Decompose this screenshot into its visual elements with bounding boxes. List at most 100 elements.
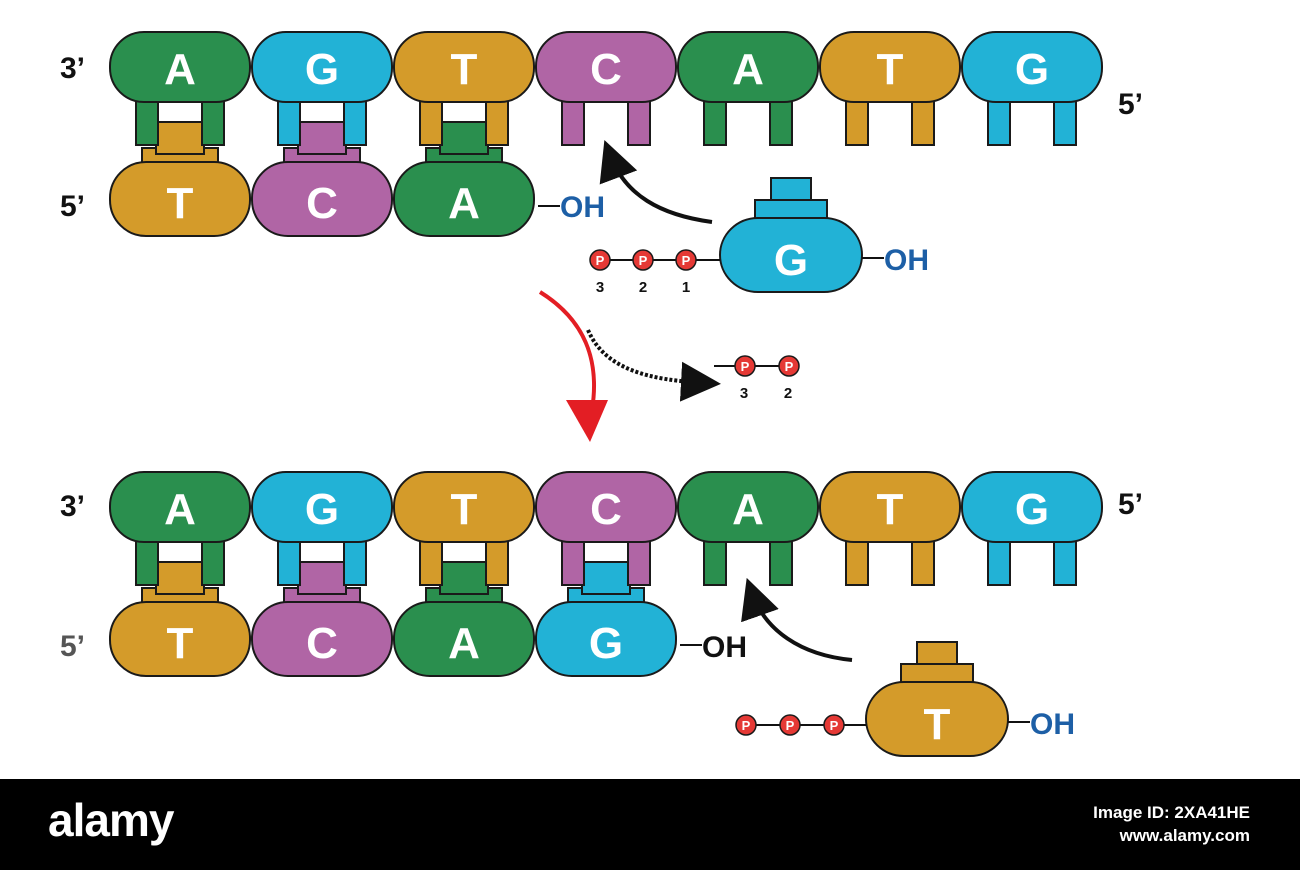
step2-template-nucleotide-4-letter: C: [590, 485, 622, 534]
pyrophosphate-release-arrow: [586, 329, 721, 402]
step1-template-5prime-label: 5’: [1118, 88, 1143, 121]
step2-new-nucleotide-1: T: [109, 561, 251, 677]
step2-new-nucleotide-2-knob-top: [297, 561, 347, 595]
step1-template-nucleotide-7-letter: G: [1015, 45, 1049, 94]
step2-template-nucleotide-4-body: [535, 471, 677, 543]
released-phosphate-2: P: [778, 355, 800, 377]
step1-phosphate-1: P: [589, 249, 611, 271]
step2-phosphate-3: P: [823, 714, 845, 736]
step2-template-nucleotide-6-letter: T: [877, 485, 904, 534]
step2-new-nucleotide-3-letter: A: [448, 619, 480, 668]
step2-new-nucleotide-4-body: [535, 601, 677, 677]
released-phosphate-2-circle: [778, 355, 800, 377]
step2-template-nucleotide-5-body: [677, 471, 819, 543]
step2-new-nucleotide-3-knob-top: [439, 561, 489, 595]
stock-footer-bar: alamy Image ID: 2XA41HE www.alamy.com: [0, 779, 1300, 870]
step1-template-nucleotide-6-letter: T: [877, 45, 904, 94]
step2-new-nucleotide-4-knob-top: [581, 561, 631, 595]
step1-incoming-nucleotide-letter: G: [774, 236, 808, 285]
released-phosphate-1: P: [734, 355, 756, 377]
step2-phosphate-1: P: [735, 714, 757, 736]
step2-new-strand-5prime-label: 5’: [60, 630, 85, 663]
step2-phosphate-2-symbol: P: [786, 718, 795, 733]
footer-meta: Image ID: 2XA41HE www.alamy.com: [1093, 801, 1250, 847]
step1-new-nucleotide-1-body: [109, 161, 251, 237]
step2-template-nucleotide-6-body: [819, 471, 961, 543]
step2-template-nucleotide-1-body: [109, 471, 251, 543]
step2-new-nucleotide-2-letter: C: [306, 619, 338, 668]
step1-phosphate-number-3: 3: [596, 279, 604, 296]
step1-new-nucleotide-2-body: [251, 161, 393, 237]
step1-new-nucleotide-2-knob-top: [297, 121, 347, 155]
step1-template-nucleotide-6-body: [819, 31, 961, 103]
released-phosphate-1-symbol: P: [741, 359, 750, 374]
step2-template-nucleotide-7-body: [961, 471, 1103, 543]
step2-phosphate-2-circle: [779, 714, 801, 736]
step1-phosphate-3: P: [675, 249, 697, 271]
step1-phosphate-3-symbol: P: [682, 253, 691, 268]
step1-new-nucleotide-3-knob-top: [439, 121, 489, 155]
step1-template-nucleotide-2-letter: G: [305, 45, 339, 94]
step2-template-nucleotide-6: T: [819, 471, 961, 586]
step2-new-nucleotide-2: C: [251, 561, 393, 677]
step2-template-nucleotide-2: G: [251, 471, 393, 586]
step1-template-nucleotide-4: C: [535, 31, 677, 146]
step1-incoming-nucleotide: G: [719, 177, 863, 293]
step2-template-3prime-label: 3’: [60, 490, 85, 523]
step1-template-nucleotide-2-body: [251, 31, 393, 103]
released-phosphate-2-symbol: P: [785, 359, 794, 374]
step1-template-nucleotide-4-letter: C: [590, 45, 622, 94]
step2-phosphate-2: P: [779, 714, 801, 736]
step1-template-nucleotide-5-body: [677, 31, 819, 103]
step2-template-nucleotide-3-body: [393, 471, 535, 543]
step1-template-nucleotide-4-body: [535, 31, 677, 103]
step2-new-nucleotide-4-letter: G: [589, 619, 623, 668]
step2-incoming-oh: OH: [1030, 708, 1075, 741]
step1-template-nucleotide-3-letter: T: [451, 45, 478, 94]
step2-template-nucleotide-7-letter: G: [1015, 485, 1049, 534]
step1-new-nucleotide-1: T: [109, 121, 251, 237]
step1-phosphate-number-2: 2: [639, 279, 647, 296]
incorporation-arrow-step2: [741, 577, 853, 662]
released-phosphate-1-circle: [734, 355, 756, 377]
step2-template-nucleotide-3-letter: T: [451, 485, 478, 534]
step1-template-nucleotide-7-body: [961, 31, 1103, 103]
step2-template-nucleotide-2-body: [251, 471, 393, 543]
incorporation-arrow-step1: [599, 140, 713, 224]
step2-template-nucleotide-3: T: [393, 471, 535, 586]
reaction-step-arrowhead-red: [566, 400, 608, 442]
step1-template-nucleotide-2: G: [251, 31, 393, 146]
step1-phosphate-number-1: 1: [682, 279, 690, 296]
step1-phosphate-1-symbol: P: [596, 253, 605, 268]
step2-template-nucleotide-1-letter: A: [164, 485, 196, 534]
step2-new-strand-oh: OH: [702, 631, 747, 664]
step2-template-nucleotide-1: A: [109, 471, 251, 586]
step2-template-nucleotide-2-letter: G: [305, 485, 339, 534]
step2-template-5prime-label: 5’: [1118, 488, 1143, 521]
step1-phosphate-2-symbol: P: [639, 253, 648, 268]
step1-new-nucleotide-3-body: [393, 161, 535, 237]
step1-new-nucleotide-1-knob-top: [155, 121, 205, 155]
step1-new-nucleotide-2: C: [251, 121, 393, 237]
step1-template-nucleotide-1-letter: A: [164, 45, 196, 94]
step1-template-nucleotide-3: T: [393, 31, 535, 146]
alamy-logo: alamy: [48, 794, 174, 846]
step1-new-nucleotide-3: A: [393, 121, 535, 237]
step2-new-nucleotide-1-letter: T: [167, 619, 194, 668]
step2-phosphate-1-symbol: P: [742, 718, 751, 733]
step1-new-nucleotide-2-letter: C: [306, 179, 338, 228]
released-phosphate-number-2: 2: [784, 385, 792, 402]
step1-template-nucleotide-3-body: [393, 31, 535, 103]
step1-template-nucleotide-1-body: [109, 31, 251, 103]
step2-new-nucleotide-2-body: [251, 601, 393, 677]
step2-new-nucleotide-3-body: [393, 601, 535, 677]
step2-template-nucleotide-4: C: [535, 471, 677, 586]
step2-template-nucleotide-5: A: [677, 471, 819, 586]
step2-new-nucleotide-3: A: [393, 561, 535, 677]
step2-incoming-nucleotide: T: [865, 641, 1009, 757]
step1-phosphate-3-circle: [675, 249, 697, 271]
step1-template-nucleotide-5-letter: A: [732, 45, 764, 94]
site-url-text: www.alamy.com: [1119, 826, 1250, 845]
step2-template-nucleotide-7: G: [961, 471, 1103, 586]
